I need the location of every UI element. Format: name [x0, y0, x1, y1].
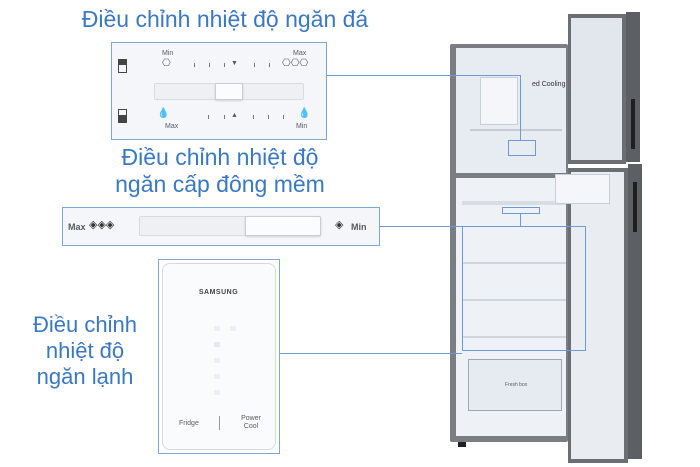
soft-freeze-heading-line1: Điều chỉnh nhiệt độ	[121, 144, 319, 170]
fridge-control-panel: SAMSUNG Fridge Power Cool	[158, 259, 280, 454]
brand-logo: SAMSUNG	[198, 289, 239, 296]
freezer-control-panel: Min ⎔ ▼ Max ⎔⎔⎔ 💧 Max ▲ 💧 Min	[111, 42, 327, 140]
bottom-max-label: Max	[165, 123, 179, 130]
crisper-drawer	[468, 359, 562, 411]
soft-freeze-control-highlight	[502, 207, 540, 214]
soft-freeze-heading-line2: ngăn cấp đông mềm	[115, 171, 325, 198]
top-min-label: Min	[162, 50, 174, 57]
fridge-heading-line3: ngăn lạnh	[36, 363, 134, 389]
freezer-callout-line-vertical	[520, 75, 521, 140]
crisper-label: Fresh box	[505, 382, 528, 388]
freezer-callout-line	[327, 75, 521, 76]
ice-tray	[480, 77, 518, 125]
freezer-control-highlight	[508, 140, 536, 156]
freezer-slider-knob[interactable]	[215, 83, 243, 100]
soft-freeze-slider[interactable]	[139, 216, 321, 236]
fridge-door	[568, 168, 628, 463]
water-drop-icon: ◈◈◈	[89, 219, 115, 231]
max-label: Max	[68, 222, 86, 232]
snowflake-icon: ⎔⎔⎔	[282, 58, 309, 69]
water-drop-icon: 💧	[298, 108, 311, 119]
fridge-door-handle	[633, 182, 637, 232]
fridge-button[interactable]: Fridge	[179, 420, 199, 427]
snowflake-icon: ⎔	[162, 58, 171, 69]
min-label: Min	[351, 222, 367, 232]
bottom-min-label: Min	[296, 123, 308, 130]
soft-freeze-control-panel: Max ◈◈◈ ◈ Min	[62, 207, 380, 246]
freezer-door	[568, 14, 626, 164]
fridge-callout-line	[280, 353, 462, 354]
soft-freeze-slider-knob[interactable]	[245, 216, 321, 236]
soft-freeze-callout-line-vertical	[520, 213, 521, 227]
fridge-heading-line2: nhiệt độ	[45, 337, 125, 363]
power-cool-line2: Cool	[243, 423, 259, 431]
soft-freeze-callout-line	[380, 226, 520, 227]
inner-label: ed Cooling	[532, 81, 566, 88]
triangle-up-icon: ▲	[231, 112, 238, 119]
water-drop-icon: 💧	[157, 108, 170, 119]
water-drop-icon: ◈	[335, 219, 344, 231]
soft-freeze-heading: Điều chỉnh nhiệt độ ngăn cấp đông mềm	[90, 144, 350, 198]
fridge-heading-line1: Điều chỉnh	[33, 312, 137, 337]
freezer-slider[interactable]	[154, 83, 304, 100]
freezer-heading: Điều chỉnh nhiệt độ ngăn đá	[81, 6, 369, 32]
power-cool-button[interactable]: Power Cool	[239, 415, 263, 432]
fridge-control-highlight	[462, 226, 586, 351]
refrigerator-image: ed Cooling Fresh box	[450, 12, 660, 463]
top-max-label: Max	[293, 50, 307, 57]
fridge-indicator-icon	[118, 109, 127, 123]
freezer-door-handle	[631, 99, 635, 149]
fridge-heading: Điều chỉnh nhiệt độ ngăn lạnh	[20, 312, 150, 390]
triangle-down-icon: ▼	[231, 60, 238, 67]
power-cool-line1: Power	[241, 415, 261, 422]
freezer-indicator-icon	[118, 59, 127, 73]
